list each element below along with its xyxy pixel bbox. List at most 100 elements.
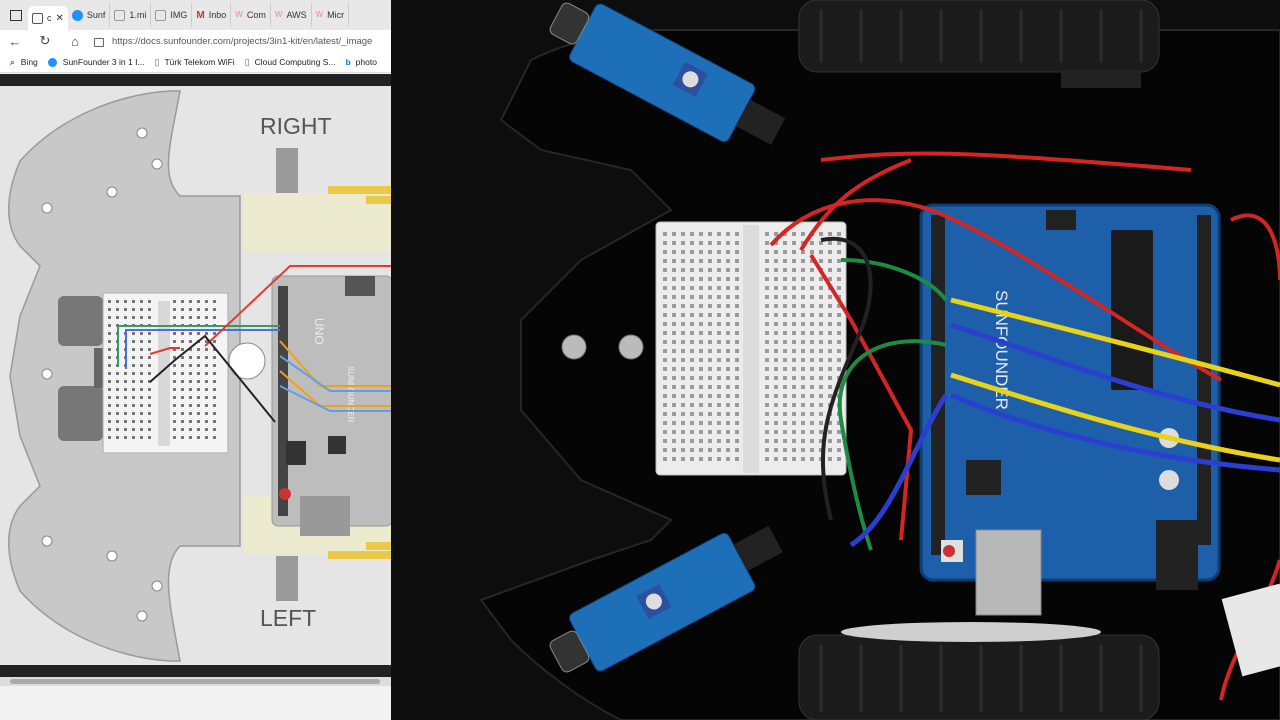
- back-arrow-icon[interactable]: ←: [8, 33, 22, 49]
- top-wheel: [798, 0, 1160, 73]
- window-menu-icon[interactable]: [10, 9, 22, 21]
- bookmark-bing[interactable]: ⌕ Bing: [10, 57, 38, 68]
- icsp-header: [1046, 210, 1076, 230]
- blue-wire: [950, 322, 1280, 423]
- right-label: RIGHT: [260, 113, 332, 139]
- ir-sensor-top: [549, 2, 786, 145]
- reload-icon[interactable]: ↻: [39, 33, 51, 48]
- bookmark-turk-telekom[interactable]: ▯ Türk Telekom WiFi: [155, 57, 235, 68]
- screw-icon: [561, 334, 587, 360]
- tab-label: IMG: [170, 10, 188, 20]
- bottom-wheel-tread: [819, 645, 1143, 712]
- address-bar[interactable]: https://docs.sunfounder.com/projects/3in…: [90, 31, 391, 51]
- aws-icon: W: [315, 9, 324, 19]
- right-wheel-mount: [328, 186, 391, 194]
- analog-header: [1197, 215, 1211, 545]
- digital-header: [931, 215, 945, 555]
- tab-label: Sunf: [86, 10, 106, 20]
- wiring-diagram: RIGHT LEFT UNO SUNFOUNDER: [8, 90, 391, 662]
- board-brand-text: SUNFOUNDER: [992, 290, 1011, 410]
- red-power-wire: [204, 265, 391, 347]
- yellow-wire: [950, 372, 1280, 463]
- mini-breadboard-holes: [663, 232, 841, 461]
- sunfounder-icon: [71, 9, 83, 21]
- photo-illustration: SUNFOUNDER: [391, 0, 1280, 720]
- document-icon: ▯: [244, 56, 250, 67]
- tab-label: Inbo: [208, 10, 227, 20]
- bookmark-label: Türk Telekom WiFi: [164, 57, 235, 67]
- sunfounder-icon: [47, 57, 57, 67]
- tab-label: Com: [246, 10, 266, 20]
- search-icon: ⌕: [10, 56, 15, 67]
- bookmark-label: photo: [355, 57, 377, 67]
- robot-car-photo: SUNFOUNDER: [391, 0, 1280, 720]
- pin-header: [286, 441, 306, 465]
- orange-wire-1: [279, 340, 391, 387]
- red-wire: [809, 253, 914, 541]
- power-jack: [1156, 520, 1198, 590]
- red-wire: [820, 151, 1192, 172]
- usb-b-port: [975, 529, 1042, 616]
- tab-0[interactable]: c ✕: [28, 6, 68, 30]
- wheel-hub: [841, 622, 1101, 642]
- chip: [328, 436, 346, 454]
- wiring-diagram-viewport: RIGHT LEFT UNO SUNFOUNDER: [0, 86, 391, 665]
- bookmark-label: Bing: [20, 57, 38, 67]
- document-icon: [114, 9, 126, 21]
- horizontal-scrollbar[interactable]: [0, 677, 391, 686]
- document-icon: ▯: [154, 56, 160, 67]
- bookmarks-bar: ⌕ Bing SunFounder 3 in 1 I... ▯ Türk Telek…: [0, 52, 391, 73]
- red-short-wire: [149, 347, 180, 355]
- scrollbar-thumb[interactable]: [10, 679, 380, 684]
- arduino-uno-board: [271, 275, 391, 527]
- tab-label: Micr: [327, 10, 345, 20]
- capacitor: [1159, 470, 1179, 490]
- gmail-icon: M: [196, 9, 205, 21]
- bookmark-cloud-computing[interactable]: ▯ Cloud Computing S...: [245, 57, 336, 68]
- url-text: https://docs.sunfounder.com/projects/3in…: [112, 35, 373, 47]
- blue-wire: [125, 329, 280, 369]
- bottom-wheel: [798, 634, 1160, 720]
- reset-button: [279, 488, 291, 500]
- screw-icon: [618, 334, 644, 360]
- green-wire: [840, 258, 948, 302]
- red-wire: [799, 158, 912, 252]
- ultrasonic-transducer-top: [58, 296, 103, 346]
- image-icon: [155, 9, 167, 21]
- blue-signal-wire-2: [279, 385, 391, 412]
- brand-label: SUNFOUNDER: [346, 366, 355, 423]
- home-icon[interactable]: ⌂: [71, 33, 79, 49]
- top-wheel-tread: [819, 10, 1143, 62]
- microcontroller-chip: [1111, 230, 1153, 390]
- blue-wire: [849, 393, 949, 548]
- board-label: UNO: [312, 318, 326, 345]
- green-wire: [837, 339, 947, 551]
- close-icon[interactable]: ✕: [55, 12, 64, 24]
- tab-3[interactable]: IMG: [151, 3, 193, 27]
- arduino-header: [278, 286, 288, 516]
- jumper-header: [966, 460, 1001, 495]
- tab-2[interactable]: 1.mi: [110, 3, 152, 27]
- aws-icon: W: [274, 9, 283, 19]
- blue-signal-wire-1: [279, 355, 391, 392]
- bookmark-label: Cloud Computing S...: [254, 57, 336, 67]
- tab-1[interactable]: Sunf: [68, 3, 111, 27]
- bookmark-label: SunFounder 3 in 1 I...: [62, 57, 145, 67]
- tab-label: AWS: [286, 10, 307, 20]
- image-viewer-top-bar: [0, 74, 391, 86]
- right-motor-shaft: [276, 148, 298, 193]
- bookmark-sunfounder[interactable]: SunFounder 3 in 1 I...: [47, 57, 145, 67]
- usb-port: [300, 496, 350, 536]
- bing-icon: b: [345, 57, 351, 67]
- yellow-wire: [950, 297, 1280, 388]
- ir-sensor-bottom: [549, 525, 783, 673]
- blue-wire: [949, 392, 1280, 473]
- tab-label: c: [47, 13, 52, 23]
- aws-icon: W: [235, 9, 243, 19]
